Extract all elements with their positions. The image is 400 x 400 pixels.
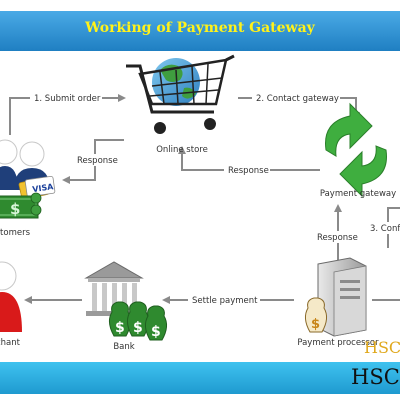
title-banner [0, 11, 400, 51]
merchant-body [0, 292, 22, 332]
response-store-label-bg [224, 164, 270, 176]
visa-card-text: VISA [32, 182, 55, 194]
merchant-node [0, 261, 22, 332]
response-store-label: Response [228, 166, 269, 176]
submit-order-label: 1. Submit order [34, 94, 101, 104]
watermark-small: HSC [364, 338, 400, 357]
confirm-label: 3. Confirm [370, 224, 400, 234]
response-customer-label: Response [77, 156, 118, 166]
bank-node: $ $ $ [84, 261, 168, 341]
customers-node: VISA $ [0, 139, 56, 219]
response-customer-label-bg [74, 154, 120, 166]
merchant-head [0, 261, 17, 291]
contact-gateway-label-bg [252, 92, 340, 104]
settle-payment-label: Settle payment [192, 296, 258, 306]
credit-card-icon: VISA [18, 175, 56, 200]
payment-gateway-label: Payment gateway [320, 189, 396, 199]
merchant-label: Merchant [0, 338, 21, 348]
shopping-cart-icon [126, 54, 235, 134]
svg-text:$: $ [311, 317, 320, 332]
bank-label: Bank [113, 342, 134, 352]
payment-gateway-node [325, 102, 387, 198]
svg-text:$: $ [115, 320, 125, 336]
settle-payment-label-bg [188, 294, 260, 306]
svg-text:$: $ [133, 320, 143, 336]
submit-order-label-bg [30, 92, 102, 104]
response-gateway-label-bg [314, 231, 360, 243]
contact-gateway-label: 2. Contact gateway [256, 94, 339, 104]
response-gateway-label: Response [317, 233, 358, 243]
svg-text:$: $ [151, 324, 161, 340]
payment-processor-node: $ [304, 257, 367, 337]
svg-text:$: $ [10, 200, 20, 218]
money-bag-icon: $ [304, 297, 328, 333]
refresh-icon [325, 102, 387, 198]
watermark-large: HSC [351, 365, 400, 389]
response-store-arrow [178, 146, 320, 171]
confirm-label-bg [366, 222, 400, 234]
confirm-arrow [387, 207, 400, 248]
footer-banner [0, 362, 400, 394]
money-bag-icon: $ $ $ [108, 301, 168, 341]
title-banner-shape [0, 11, 400, 51]
footer-banner-shape [0, 362, 400, 394]
cash-icon: $ [0, 192, 42, 219]
page-title: Working of Payment Gateway [85, 20, 315, 36]
globe-land [160, 64, 196, 99]
online-store-node [126, 54, 235, 134]
server-icon [317, 257, 367, 337]
customers-label: Customers [0, 228, 31, 238]
online-store-label: Online store [156, 145, 208, 155]
payment-processor-label: Payment processor [297, 338, 379, 348]
